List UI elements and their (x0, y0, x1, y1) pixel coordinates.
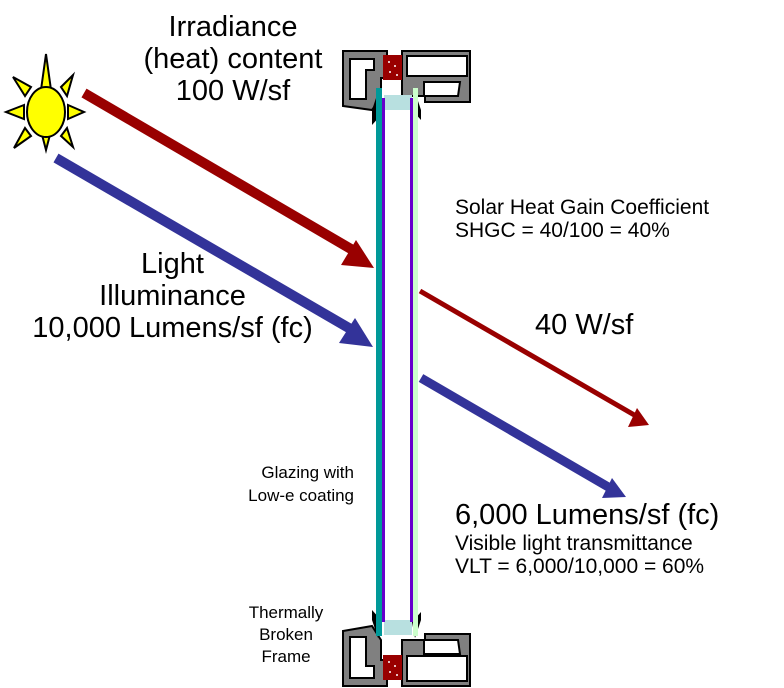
transmitted-light-value: 6,000 Lumens/sf (fc) (455, 499, 720, 531)
shgc-label: Solar Heat Gain Coefficient SHGC = 40/10… (455, 196, 709, 242)
frame-label-line: Broken (259, 625, 313, 645)
bottom-spacer (384, 620, 412, 635)
incoming-heat-line: Irradiance (168, 11, 298, 43)
inner-coating-line (410, 98, 413, 622)
low-e-coating (382, 98, 385, 622)
incoming-heat-label: Irradiance (heat) content 100 W/sf (128, 11, 338, 108)
incoming-heat-line: (heat) content (143, 42, 323, 75)
incoming-heat-arrow (81, 88, 374, 268)
top-spacer (384, 95, 412, 110)
incoming-light-line: Light (141, 248, 204, 280)
incoming-light-line: Illuminance (99, 279, 246, 312)
transmitted-light-arrow (418, 374, 626, 498)
top-frame (342, 50, 471, 125)
frame-label-line: Thermally (248, 603, 324, 622)
glazing-label-line: Glazing with (261, 463, 354, 482)
outer-pane (376, 88, 382, 636)
incoming-light-label: Light Illuminance 10,000 Lumens/sf (fc) (0, 248, 345, 345)
sun-ray (67, 103, 87, 121)
shgc-formula: SHGC = 40/100 = 40% (455, 219, 670, 243)
frame-label: Thermally Broken Frame (232, 602, 340, 668)
transmitted-heat-label: 40 W/sf (535, 309, 634, 341)
shgc-title: Solar Heat Gain Coefficient (455, 196, 710, 219)
sun-ray (12, 76, 33, 98)
glazing-label-line: Low-e coating (248, 485, 354, 505)
frame-label-line: Frame (261, 647, 311, 667)
inner-pane (413, 88, 418, 636)
sun-ray (59, 125, 76, 151)
glazing-label: Glazing with Low-e coating (216, 462, 354, 508)
sun-disc (26, 86, 66, 138)
incoming-light-arrow (53, 153, 373, 347)
sun-ray (13, 126, 33, 149)
sun-ray (3, 103, 25, 121)
transmitted-light-label: 6,000 Lumens/sf (fc) Visible light trans… (455, 499, 720, 578)
vlt-formula: VLT = 6,000/10,000 = 60% (455, 554, 705, 578)
glazing (376, 88, 418, 636)
vlt-title: Visible light transmittance (455, 531, 693, 555)
sun-icon (3, 53, 87, 154)
incoming-light-value: 10,000 Lumens/sf (fc) (32, 311, 313, 344)
thermal-break (383, 655, 402, 680)
thermal-break (383, 55, 402, 80)
sun-ray (59, 71, 76, 99)
transmitted-heat-arrow (418, 288, 649, 427)
incoming-heat-value: 100 W/sf (175, 74, 291, 107)
